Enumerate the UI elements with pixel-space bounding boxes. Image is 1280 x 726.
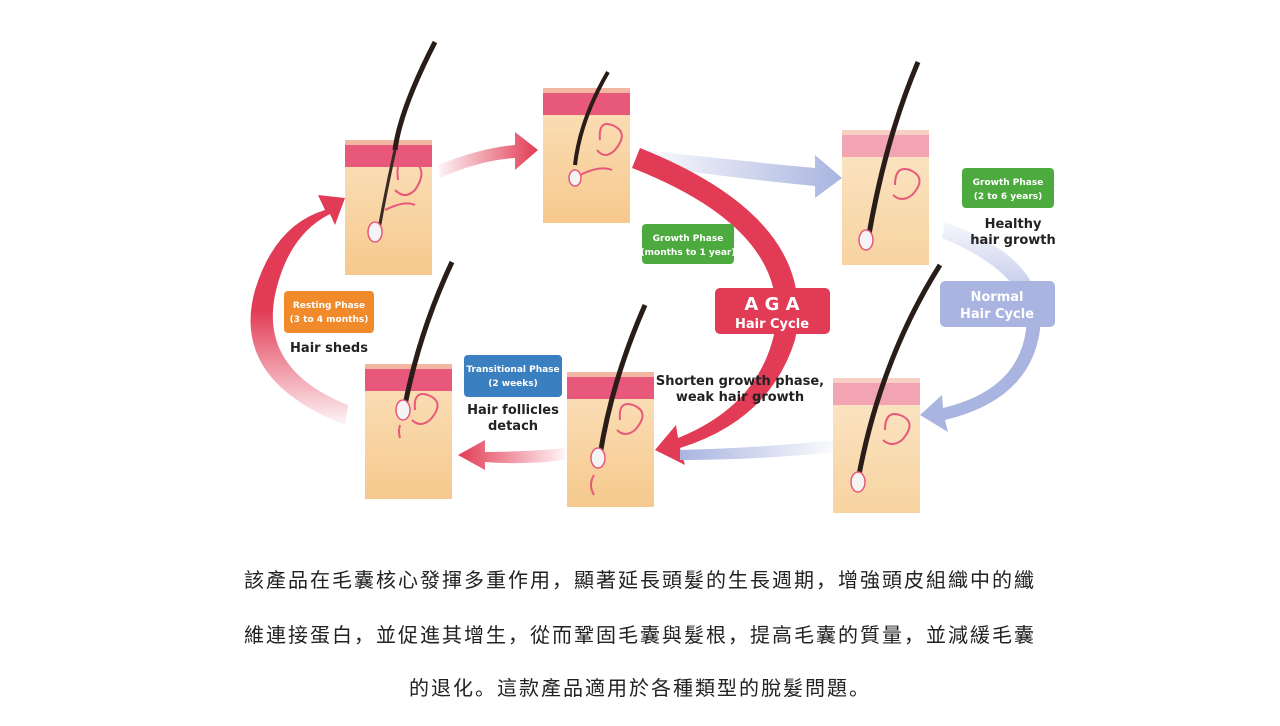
skin-panel-bottom-middle <box>567 303 654 507</box>
arrow-resting-to-growth <box>438 132 538 178</box>
follicles-detach-line1: Hair follicles <box>467 403 559 418</box>
skin-panel-top-right <box>842 61 929 265</box>
normal-cycle-subtitle: Hair Cycle <box>960 307 1034 322</box>
description-line-1: 該產品在毛囊核心發揮多重作用，顯著延長頭髮的生長週期，增強頭皮組織中的纖 <box>244 568 1036 592</box>
skin-panel-bottom-left <box>365 260 455 499</box>
growth-phase-normal-line2: (2 to 6 years) <box>974 192 1042 202</box>
resting-phase-badge: Resting Phase (3 to 4 months) <box>284 291 374 333</box>
aga-cycle-badge: A G A Hair Cycle <box>715 288 830 334</box>
transitional-phase-line1: Transitional Phase <box>466 365 559 375</box>
follicles-detach-label: Hair follicles detach <box>467 403 559 434</box>
follicles-detach-line2: detach <box>488 419 538 434</box>
transitional-phase-badge: Transitional Phase (2 weeks) <box>464 355 562 397</box>
skin-panel-top-left <box>345 40 438 275</box>
arrow-left-arc <box>250 195 348 425</box>
aga-cycle-subtitle: Hair Cycle <box>735 317 809 332</box>
growth-phase-aga-badge: Growth Phase (months to 1 year) <box>641 224 736 264</box>
growth-phase-normal-badge: Growth Phase (2 to 6 years) <box>962 168 1054 208</box>
description-line-2: 維連接蛋白，並促進其增生，從而鞏固毛囊與髮根，提高毛囊的質量，並減緩毛囊 <box>244 623 1036 647</box>
healthy-growth-line2: hair growth <box>970 233 1056 248</box>
shorten-growth-label: Shorten growth phase, weak hair growth <box>656 374 824 405</box>
aga-cycle-title: A G A <box>744 294 799 315</box>
arrow-transitional-to-resting <box>458 440 565 470</box>
arrow-normal-bottom <box>680 440 835 460</box>
growth-phase-normal-line1: Growth Phase <box>973 178 1044 188</box>
growth-phase-aga-line1: Growth Phase <box>653 234 724 244</box>
description-line-3: 的退化。這款產品適用於各種類型的脫髮問題。 <box>409 676 871 700</box>
resting-phase-line2: (3 to 4 months) <box>290 315 369 325</box>
arrow-growth-to-normal <box>645 150 842 198</box>
healthy-growth-label: Healthy hair growth <box>970 217 1056 248</box>
skin-panel-top-middle <box>543 70 630 223</box>
resting-phase-line1: Resting Phase <box>293 301 365 311</box>
normal-cycle-badge: Normal Hair Cycle <box>940 281 1055 327</box>
healthy-growth-line1: Healthy <box>985 217 1042 232</box>
arrow-normal-arc <box>920 222 1041 432</box>
normal-cycle-title: Normal <box>971 290 1024 305</box>
transitional-phase-line2: (2 weeks) <box>488 379 538 389</box>
growth-phase-aga-line2: (months to 1 year) <box>641 248 736 258</box>
hair-sheds-label: Hair sheds <box>290 341 368 356</box>
shorten-growth-line1: Shorten growth phase, <box>656 374 824 389</box>
shorten-growth-line2: weak hair growth <box>676 390 804 405</box>
skin-panel-bottom-right <box>833 263 943 513</box>
arrow-aga-arc <box>632 148 799 465</box>
hair-cycle-diagram: Growth Phase (months to 1 year) A G A Ha… <box>250 40 1056 513</box>
